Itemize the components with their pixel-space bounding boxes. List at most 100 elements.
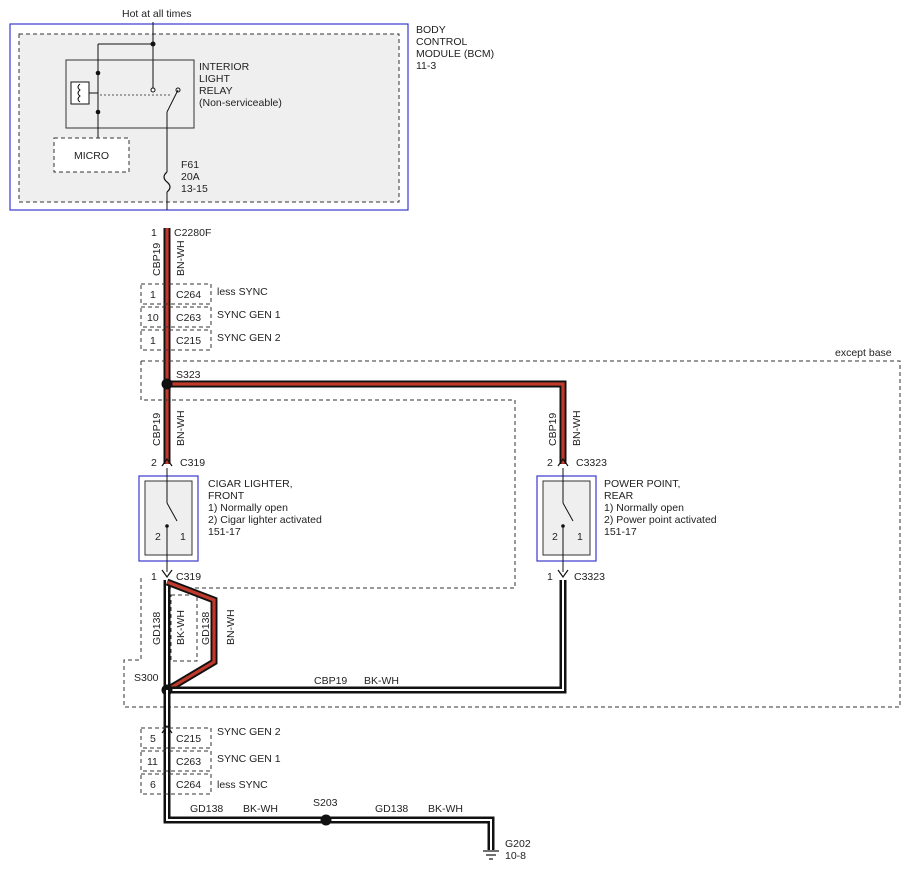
pp-desc-2: 2) Power point activated: [604, 514, 717, 526]
s323-horizontal-outer: [167, 380, 567, 464]
cigar-desc-1: 1) Normally open: [208, 502, 288, 514]
fuse-label-3: 13-15: [181, 183, 208, 195]
lower-connector-rows: 5 C215 SYNC GEN 2 11 C263 SYNC GEN 1 6 C…: [140, 726, 281, 795]
pp-sw-pin-a: 2: [552, 531, 558, 543]
left-bottom-pin: 1: [151, 571, 157, 583]
s323-horizontal-inner: [167, 382, 565, 464]
left-branch-dashed-outline: [140, 361, 516, 589]
right-bottom-pin: 1: [547, 571, 553, 583]
relay-contact-no: [150, 87, 156, 93]
top-wire: 1 C2280F CBP19 BN-WH: [151, 227, 211, 464]
cigar-title-2: FRONT: [208, 490, 245, 502]
right-branch: CBP19 BN-WH 2 C3323 2 1 POWER POINT, REA…: [536, 410, 717, 583]
cigar-desc-3: 151-17: [208, 526, 241, 538]
fuse-label-2: 20A: [181, 171, 200, 183]
conn-c263-box: [140, 306, 212, 328]
bcm-block: Hot at all times BODY CONTROL MODULE (BC…: [9, 8, 494, 211]
fuse-symbol: [163, 171, 171, 193]
bcm-name-1: BODY: [416, 24, 446, 36]
conn-c215-name: C215: [176, 335, 201, 347]
except-base-label: except base: [835, 347, 892, 359]
except-base-outline: [123, 360, 901, 708]
micro-label: MICRO: [74, 150, 109, 162]
relay-label-2: LIGHT: [199, 73, 231, 85]
pp-sw-pin-b: 1: [577, 531, 583, 543]
bottom-left-circuit: GD138: [190, 803, 223, 815]
right-wire-circuit: CBP19: [547, 413, 559, 446]
power-point-box: [542, 480, 591, 556]
relay-coil: [70, 81, 90, 105]
lower-wire1-circuit: GD138: [151, 612, 163, 645]
right-bottom-arrow: [557, 569, 569, 579]
right-wire-color: BN-WH: [571, 410, 583, 446]
left-top-arrow: [161, 457, 173, 467]
conn-c263-pin: 10: [147, 312, 159, 324]
ground-wire-inner: [166, 690, 492, 850]
pp-desc-3: 151-17: [604, 526, 637, 538]
c2280f-pin: 1: [151, 227, 157, 239]
conn-c264b-pin: 6: [150, 779, 156, 791]
bottom-right-color: BK-WH: [428, 803, 463, 815]
conn-c263b-name: C263: [176, 756, 201, 768]
conn-c264-box: [140, 283, 212, 305]
left-branch-wire-dashed: [170, 594, 198, 662]
relay-box: [65, 59, 195, 129]
right-bottom-conn: C3323: [574, 571, 605, 583]
left-top-conn: C319: [180, 457, 205, 469]
pp-title-1: POWER POINT,: [604, 478, 680, 490]
top-wire-circuit: CBP19: [151, 243, 163, 276]
right-top-conn: C3323: [576, 457, 607, 469]
bcm-name-2: CONTROL: [416, 36, 467, 48]
right-top-arrow: [557, 457, 569, 467]
cigar-sw-pin-a: 2: [155, 531, 161, 543]
bcm-name-4: 11-3: [416, 60, 436, 72]
s203-label: S203: [313, 797, 338, 809]
conn-c264b-name: C264: [176, 779, 201, 791]
s323-label: S323: [176, 369, 201, 381]
left-bottom-arrow: [161, 569, 173, 579]
conn-c264b-note: less SYNC: [217, 779, 268, 791]
gd138-red-inner: [166, 580, 216, 692]
conn-c263b-note: SYNC GEN 1: [217, 753, 281, 765]
relay-junction-2: [95, 109, 101, 115]
micro-box: [53, 137, 130, 173]
ground-wire-outer: [163, 690, 495, 850]
h-wire-color: BK-WH: [364, 675, 399, 687]
pp-switch-arm: [562, 502, 574, 522]
cbp19-bk-inner: [167, 580, 564, 691]
bottom-right-circuit: GD138: [375, 803, 408, 815]
conn-c263b-box: [140, 750, 212, 772]
relay-coil-winding: [77, 83, 81, 103]
left-bottom-conn: C319: [176, 571, 201, 583]
hot-label: Hot at all times: [122, 8, 191, 20]
bcm-name-3: MODULE (BCM): [416, 48, 494, 60]
ground-label: G202: [505, 838, 531, 850]
s300-label: S300: [134, 672, 159, 684]
cigar-lighter-box: [144, 480, 193, 556]
cigar-title-1: CIGAR LIGHTER,: [208, 478, 293, 490]
top-connector-rows: 1 C264 less SYNC 10 C263 SYNC GEN 1 1 C2…: [140, 283, 281, 351]
pp-title-2: REAR: [604, 490, 634, 502]
s323-dot: [161, 378, 173, 390]
relay-label-4: (Non-serviceable): [199, 97, 282, 109]
conn-c215-box: [140, 329, 212, 351]
relay-label-3: RELAY: [199, 85, 233, 97]
conn-c263b-pin: 11: [147, 756, 158, 768]
lower-wire2-color: BN-WH: [225, 609, 237, 645]
except-base-region: except base: [123, 347, 901, 708]
cigar-sw-pin-b: 1: [180, 531, 186, 543]
conn-c215b-name: C215: [176, 733, 201, 745]
conn-c215-note: SYNC GEN 2: [217, 332, 281, 344]
bottom-left-color: BK-WH: [243, 803, 278, 815]
conn-c215-pin: 1: [150, 335, 156, 347]
lower-wire1-color: BK-WH: [175, 610, 187, 645]
pp-desc-1: 1) Normally open: [604, 502, 684, 514]
conn-c263-name: C263: [176, 312, 201, 324]
s300-down-arrow: [161, 724, 173, 734]
relay-switch-arm: [166, 89, 179, 113]
relay-junction-1: [95, 70, 101, 76]
s323-splice: S323: [161, 369, 567, 464]
left-wire-color: BN-WH: [175, 410, 187, 446]
conn-c263-note: SYNC GEN 1: [217, 309, 281, 321]
cigar-lighter-frame: [138, 475, 199, 562]
